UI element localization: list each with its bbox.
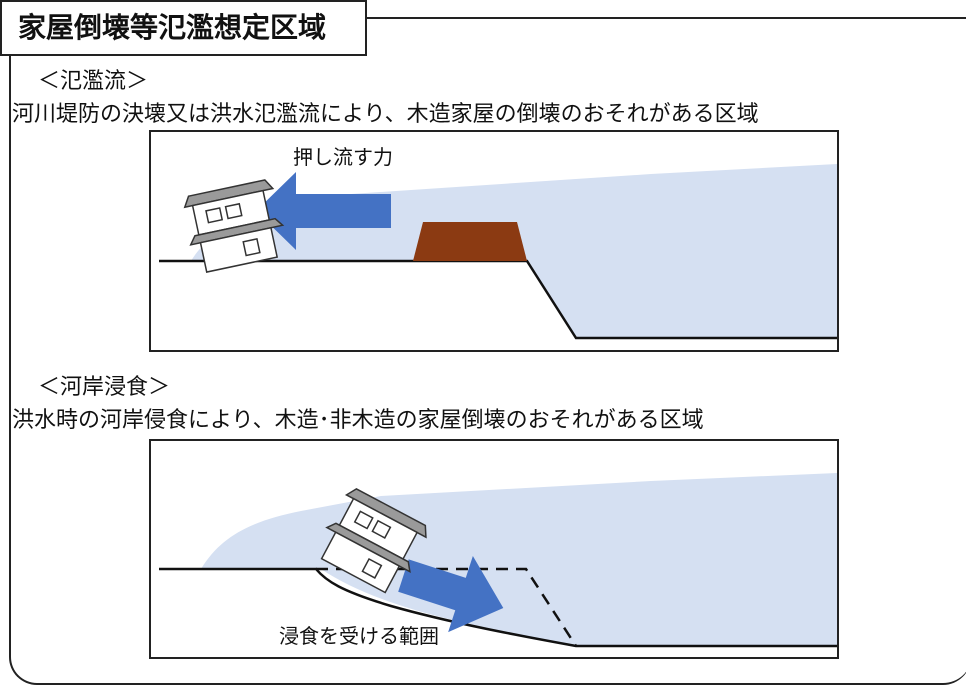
force-label: 押し流す力	[293, 145, 393, 169]
erosion-force-arrow	[398, 556, 504, 633]
eroded-bank-line	[159, 567, 837, 648]
section2-heading: ＜河岸浸食＞	[38, 375, 171, 400]
bank-erosion-diagram: 浸食を受ける範囲	[149, 439, 839, 659]
flood-flow-svg: 押し流す力	[159, 145, 837, 340]
section2-description: 洪水時の河岸侵食により、木造･非木造の家屋倒壊のおそれがある区域	[12, 408, 704, 433]
house-icon	[183, 179, 285, 273]
section1-description: 河川堤防の決壊又は洪水氾濫流により、木造家屋の倒壊のおそれがある区域	[12, 102, 759, 127]
erosion-label: 浸食を受ける範囲	[279, 624, 439, 648]
outer-frame	[9, 17, 966, 685]
page-title: 家屋倒壊等氾濫想定区域	[0, 0, 367, 56]
flood-flow-diagram: 押し流す力	[149, 130, 839, 352]
levee-shape	[413, 222, 527, 261]
push-force-arrow	[256, 172, 391, 250]
ground-line	[159, 259, 837, 340]
house-icon-2	[320, 488, 427, 594]
section1-heading: ＜氾濫流＞	[38, 69, 149, 94]
flood-water-area-2	[201, 473, 837, 646]
bank-erosion-svg: 浸食を受ける範囲	[159, 473, 837, 648]
